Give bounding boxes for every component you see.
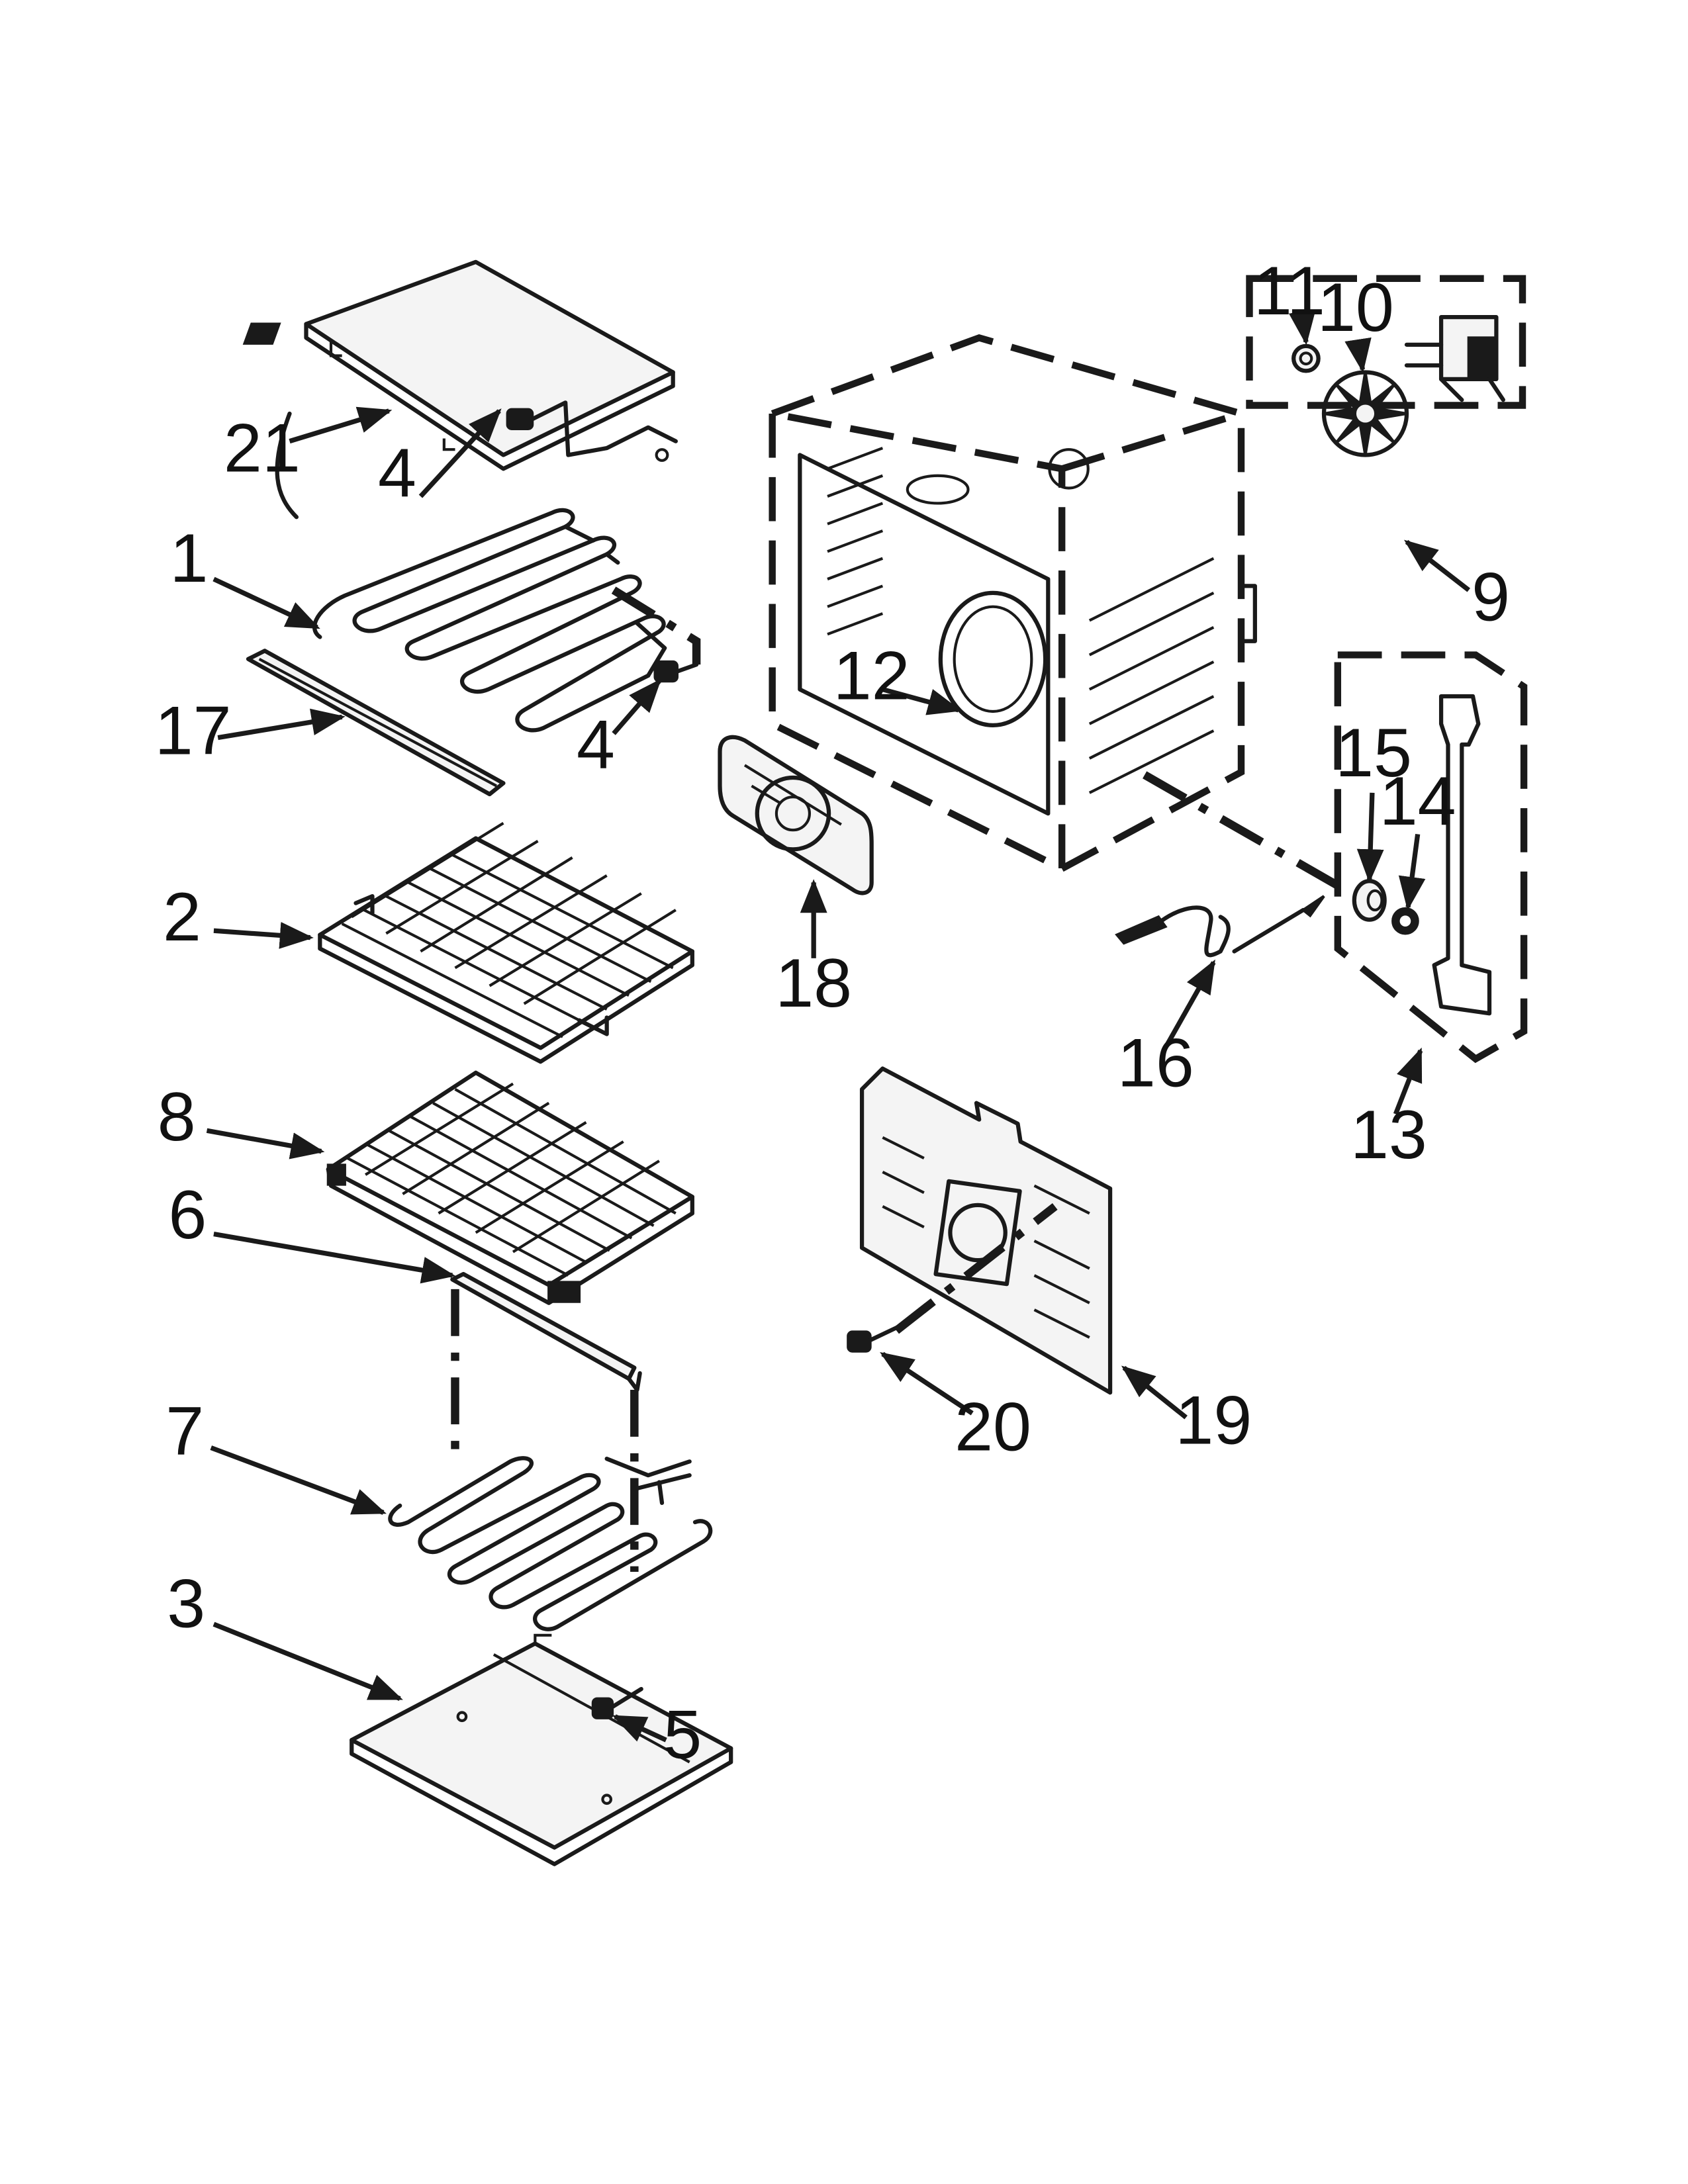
callout-17: 17 [155,693,232,770]
callout-3: 3 [167,1565,205,1642]
assembly-line-motor [1143,771,1354,897]
part-4-screw-upper [506,400,678,462]
callout-1: 1 [169,520,208,597]
callout-labels: 21 4 1 17 4 2 8 6 7 3 5 18 12 11 10 9 15… [155,253,1510,1773]
leader-lines [206,310,1470,1743]
callout-6: 6 [168,1177,207,1253]
assembly-line-element-7 [451,1289,639,1572]
part-2-oven-rack [318,821,694,1064]
oven-cavity [769,334,1257,874]
callout-2: 2 [163,879,201,956]
callout-18: 18 [775,945,852,1022]
callout-20: 20 [955,1389,1031,1466]
callout-10: 10 [1317,269,1394,346]
group-13-box [1334,651,1528,1064]
part-8-sliding-rack [326,1070,694,1305]
part-21-top-cover [242,259,675,471]
callout-16: 16 [1117,1025,1194,1102]
part-14-washer [1391,907,1419,935]
callout-4-lower: 4 [577,706,615,783]
part-3-bottom-panel [350,1633,733,1866]
part-17-trim-strip [246,649,506,797]
callout-8: 8 [158,1079,196,1156]
part-18-fan-cover [718,735,874,895]
assembly-line-element-1 [611,586,701,665]
motor-assembly [1404,315,1505,402]
callout-13: 13 [1350,1097,1427,1173]
assembly-line-panel [894,1203,1058,1334]
part-16-probe-wire [1115,895,1325,958]
callout-9: 9 [1472,559,1510,636]
callout-21: 21 [224,410,301,487]
part-6-shield-bracket [450,1271,642,1392]
callout-4-upper: 4 [378,435,416,512]
callout-5: 5 [663,1696,702,1773]
group-9-box [1246,275,1526,409]
part-19-rear-panel [859,1066,1113,1395]
callout-7: 7 [165,1393,204,1470]
part-20-screw [847,1324,902,1353]
callout-19: 19 [1175,1382,1252,1459]
part-4-screw-lower [653,660,699,683]
part-11-nut [1291,343,1321,373]
callout-14: 14 [1380,763,1456,840]
callout-11: 11 [1254,253,1325,330]
igniter-bracket [1432,694,1492,1016]
part-10-fan-blade [1321,370,1409,457]
part-7-bake-element [388,1456,713,1631]
callout-12: 12 [833,637,910,714]
part-1-heating-element [275,411,667,733]
part-15-nut [1352,879,1387,922]
part-5-screw [591,1686,643,1719]
callout-15: 15 [1335,715,1412,792]
